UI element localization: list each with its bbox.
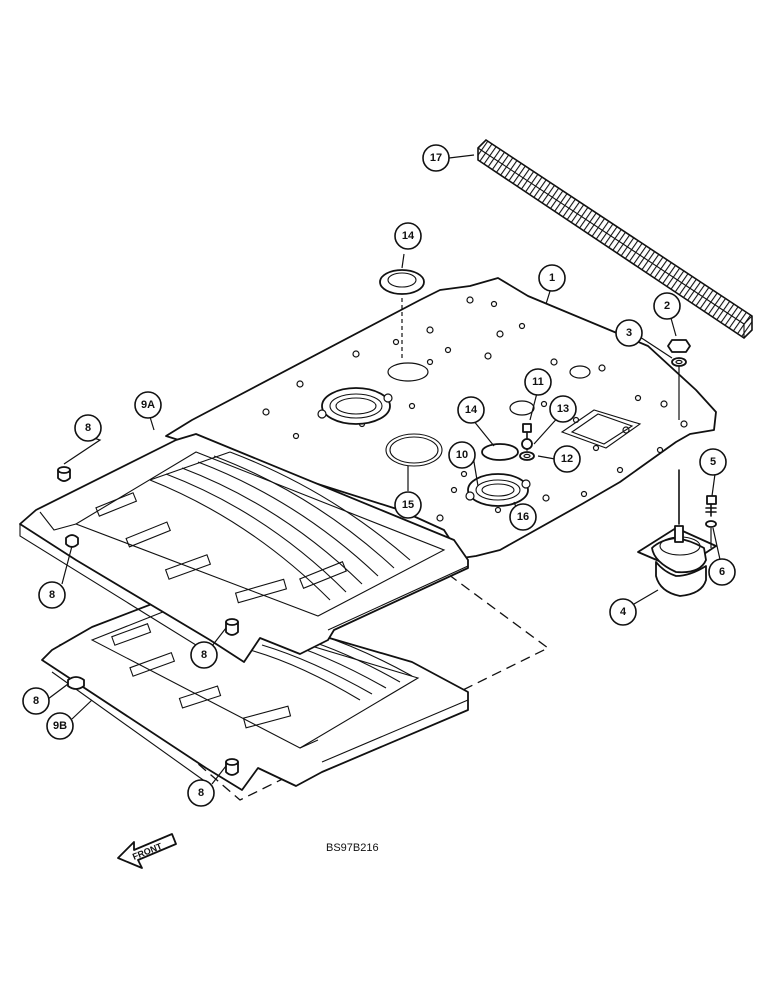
svg-text:9A: 9A [141, 399, 155, 411]
svg-text:17: 17 [430, 152, 442, 164]
callout-6: 6 [708, 558, 736, 586]
callout-5: 5 [699, 448, 727, 476]
bolt-5 [705, 495, 717, 517]
plug-14-plate [481, 443, 519, 461]
callout-1: 1 [538, 264, 566, 292]
callout-8: 8 [38, 581, 66, 609]
svg-text:8: 8 [33, 695, 39, 707]
drawing-id: BS97B216 [326, 842, 379, 854]
callout-8: 8 [22, 687, 50, 715]
floor-plate [165, 277, 717, 559]
callout-3: 3 [615, 319, 643, 347]
plug-14-top [379, 269, 425, 360]
svg-text:10: 10 [456, 449, 468, 461]
callout-8: 8 [74, 414, 102, 442]
svg-text:12: 12 [561, 453, 573, 465]
grommet-front [465, 473, 531, 507]
svg-text:8: 8 [201, 649, 207, 661]
svg-text:11: 11 [532, 376, 544, 388]
svg-text:8: 8 [85, 422, 91, 434]
svg-text:14: 14 [402, 230, 415, 242]
callout-13: 13 [549, 395, 577, 423]
callout-8: 8 [190, 641, 218, 669]
floor-mat-9a [19, 433, 469, 663]
svg-text:14: 14 [465, 404, 478, 416]
svg-text:2: 2 [664, 300, 670, 312]
callout-17: 17 [422, 144, 450, 172]
callout-11: 11 [524, 368, 552, 396]
svg-text:16: 16 [517, 511, 529, 523]
mat-stud [57, 466, 239, 776]
washer-6 [705, 520, 717, 548]
svg-text:1: 1 [549, 272, 555, 284]
callout-8: 8 [187, 779, 215, 807]
callout-2: 2 [653, 292, 681, 320]
callout-15: 15 [394, 491, 422, 519]
grommet-rear [317, 387, 393, 425]
svg-text:8: 8 [198, 787, 204, 799]
svg-text:15: 15 [402, 499, 414, 511]
callout-12: 12 [553, 445, 581, 473]
nut-2 [667, 339, 691, 420]
callout-4: 4 [609, 598, 637, 626]
bolt-hardware-center [519, 423, 535, 461]
svg-text:3: 3 [626, 327, 632, 339]
isolator-mount [637, 469, 717, 597]
callout-9b: 9B [46, 712, 74, 740]
seal-strip [477, 138, 753, 340]
callout-10: 10 [448, 441, 476, 469]
svg-text:8: 8 [49, 589, 55, 601]
front-arrow: FRONT [117, 833, 177, 869]
callout-14: 14 [457, 396, 485, 424]
svg-text:6: 6 [719, 566, 725, 578]
svg-text:9B: 9B [53, 720, 67, 732]
callout-9a: 9A [134, 391, 162, 419]
callout-14: 14 [394, 222, 422, 250]
svg-text:4: 4 [620, 606, 627, 618]
svg-text:5: 5 [710, 456, 716, 468]
svg-text:13: 13 [557, 403, 569, 415]
callout-16: 16 [509, 503, 537, 531]
